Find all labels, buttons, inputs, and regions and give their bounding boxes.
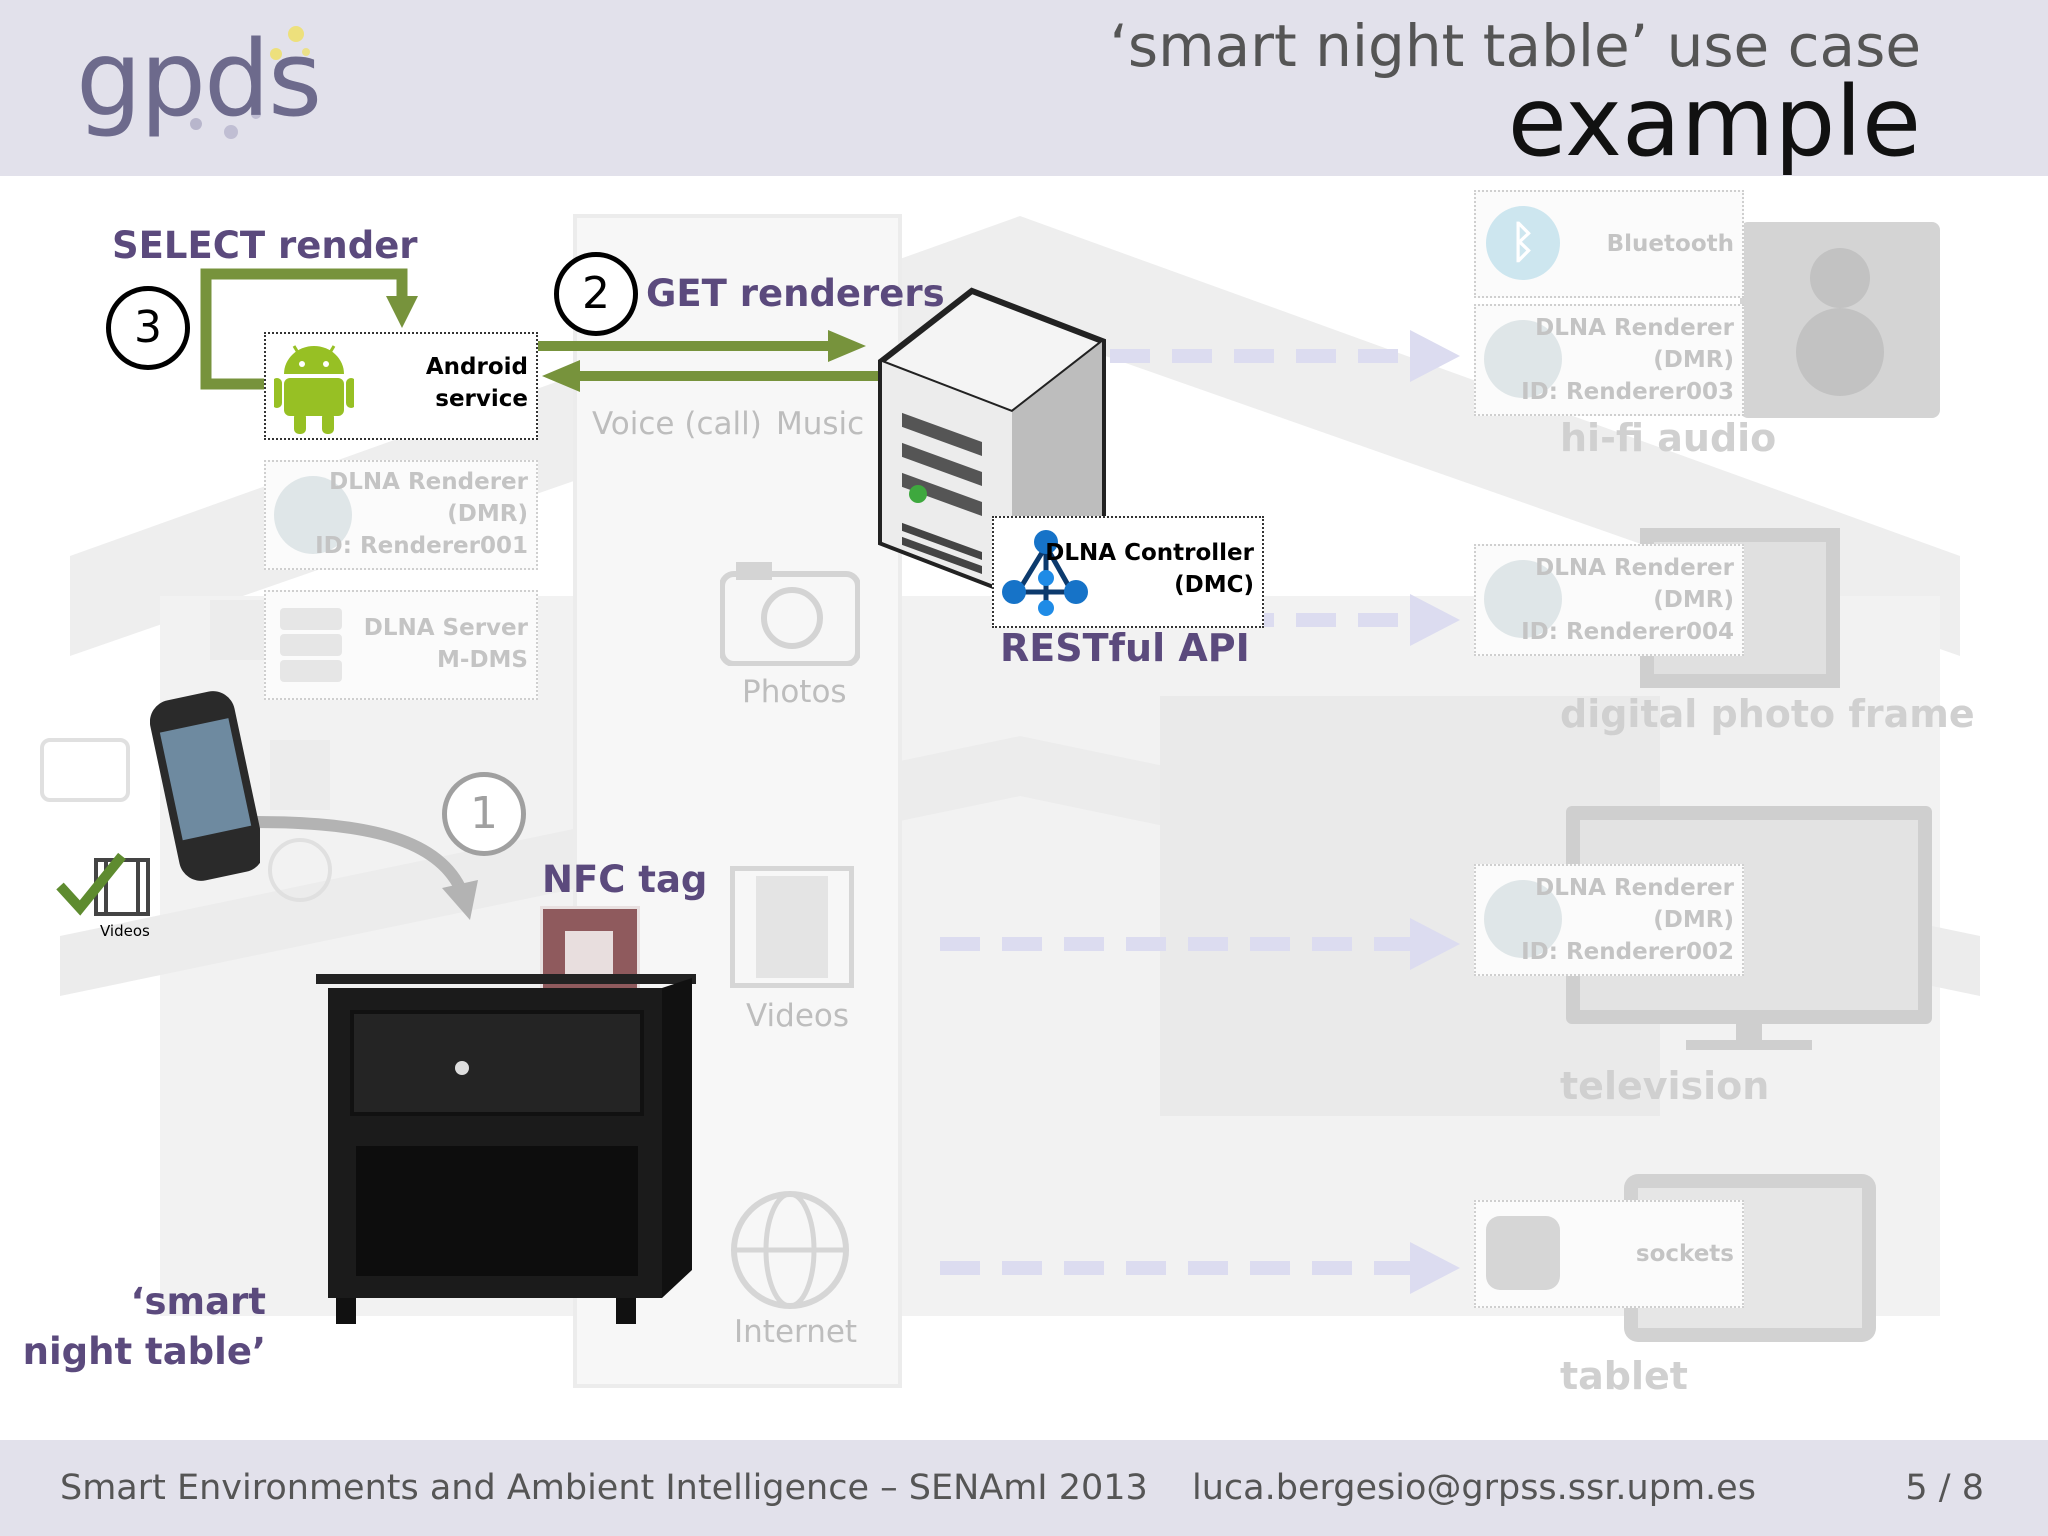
step3-circle: 3 [106, 286, 190, 370]
left-ghost-icons [40, 600, 332, 902]
renderer002-line2: (DMR) [1653, 907, 1734, 933]
videos-checked-label: Videos [100, 922, 150, 940]
globe-icon [731, 1191, 849, 1309]
get-renderers-label: GET renderers [646, 272, 945, 315]
slide-title-line2: example [1507, 66, 1921, 178]
renderer001-box: DLNA Renderer (DMR) ID: Renderer001 [264, 460, 538, 570]
film-strip-icon [730, 866, 854, 988]
bluetooth-icon: ᛒ [1486, 206, 1560, 280]
hifi-speaker-image [1740, 222, 1940, 418]
house-background [60, 214, 1980, 1388]
slide-title-line1: ‘smart night table’ use case [1109, 12, 1921, 80]
dms-line2: M-DMS [437, 647, 528, 673]
molecule-icon [1002, 530, 1088, 616]
controller-line2: (DMC) [1174, 572, 1254, 598]
renderer003-line2: (DMR) [1653, 347, 1734, 373]
server-image [877, 287, 1107, 597]
renderer003-box: DLNA Renderer (DMR) ID: Renderer003 [1474, 304, 1744, 416]
night-table-label-line2: night table’ [22, 1330, 266, 1373]
renderer003-line3: ID: Renderer003 [1521, 379, 1734, 405]
android-service-box[interactable]: Android service [264, 332, 538, 440]
android-icon [274, 345, 354, 434]
renderer004-line1: DLNA Renderer [1535, 555, 1734, 581]
step1-circle: 1 [442, 772, 526, 856]
television-label: television [1560, 1064, 1770, 1108]
sockets-box: sockets [1474, 1200, 1744, 1308]
dms-line1: DLNA Server [363, 615, 528, 641]
renderer004-line3: ID: Renderer004 [1521, 619, 1734, 645]
internet-label: Internet [734, 1314, 858, 1350]
socket-icon [1486, 1216, 1560, 1290]
footer-email[interactable]: luca.bergesio@grpss.ssr.upm.es [1192, 1468, 1756, 1508]
renderer004-line2: (DMR) [1653, 587, 1734, 613]
controller-line1: DLNA Controller [1045, 540, 1254, 566]
renderer002-box: DLNA Renderer (DMR) ID: Renderer002 [1474, 864, 1744, 976]
sockets-label: sockets [1635, 1241, 1734, 1267]
renderer001-line2: (DMR) [447, 501, 528, 527]
renderer001-line3: ID: Renderer001 [315, 533, 528, 559]
renderer003-line1: DLNA Renderer [1535, 315, 1734, 341]
night-table-image [316, 974, 696, 1324]
database-icon [280, 608, 342, 682]
photos-label: Photos [742, 674, 847, 710]
footer-page-number: 5 / 8 [1905, 1468, 1984, 1508]
bluetooth-label: Bluetooth [1606, 231, 1734, 257]
logo-text: gpds [76, 18, 322, 140]
renderer002-line3: ID: Renderer002 [1521, 939, 1734, 965]
film-reel-icon [274, 476, 352, 554]
nfc-tag-image [540, 906, 640, 1004]
renderer001-line1: DLNA Renderer [329, 469, 528, 495]
step2-circle: 2 [554, 252, 638, 336]
nfc-chip [565, 931, 613, 979]
voice-call-label: Voice (call) [592, 406, 762, 442]
flow-arrows [200, 268, 880, 920]
film-reel-icon [1484, 560, 1562, 638]
header-bar [0, 0, 2048, 176]
select-render-label: SELECT render [112, 224, 418, 267]
footer-conference: Smart Environments and Ambient Intellige… [60, 1468, 1148, 1508]
android-label-line1: Android [425, 354, 528, 380]
bluetooth-box: ᛒ Bluetooth [1474, 190, 1744, 298]
gpds-logo [76, 14, 316, 144]
night-table-label-line1: ‘smart [130, 1280, 266, 1323]
video-check-icon [56, 852, 150, 916]
restful-api-label: RESTful API [1000, 626, 1250, 670]
tablet-label: tablet [1560, 1354, 1688, 1398]
film-reel-icon [1484, 320, 1562, 398]
android-label-line2: service [435, 386, 528, 412]
hifi-audio-label: hi-fi audio [1560, 416, 1777, 460]
renderer002-line1: DLNA Renderer [1535, 875, 1734, 901]
film-reel-icon [1484, 880, 1562, 958]
videos-panel-label: Videos [746, 998, 850, 1034]
dms-server-box: DLNA Server M-DMS [264, 590, 538, 700]
camera-icon [720, 562, 860, 666]
renderer004-box: DLNA Renderer (DMR) ID: Renderer004 [1474, 544, 1744, 656]
phone-image [150, 691, 260, 881]
footer-bar [0, 1440, 2048, 1536]
music-label: Music [776, 406, 865, 442]
photo-frame-label: digital photo frame [1560, 692, 1975, 736]
dlna-controller-box: DLNA Controller (DMC) [992, 516, 1264, 628]
nfc-tag-label: NFC tag [542, 858, 708, 901]
